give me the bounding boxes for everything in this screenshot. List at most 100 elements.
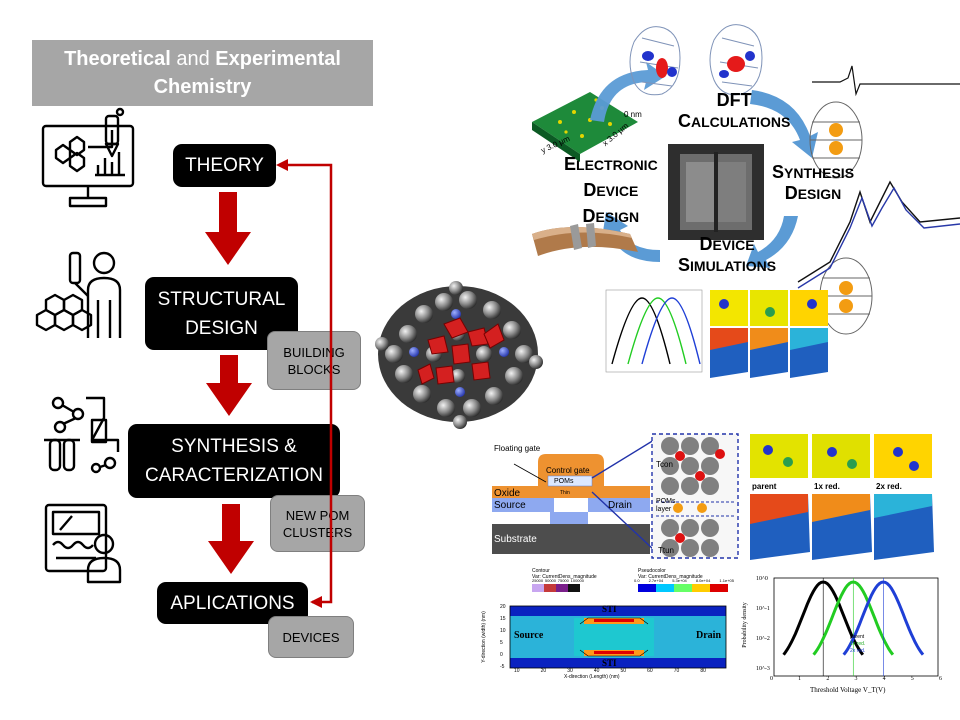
pseudo-tick-1: 2.7e+04 (648, 578, 664, 583)
dsim-l2b: IMULATIONS (690, 258, 777, 274)
sim-ytick-3: 5 (500, 640, 503, 646)
feedback-arrowhead-bottom (310, 596, 322, 608)
sim-ytick-4: 0 (500, 652, 503, 658)
contour-tick-3: 100000 (570, 578, 584, 583)
map-3d-blocks (750, 494, 934, 560)
down-arrow-1 (205, 192, 251, 265)
ele-l2a: D (583, 180, 597, 200)
pd-xtick-3: 3 (854, 676, 858, 682)
device-cross-section-graphics (492, 433, 739, 559)
dsim-l1a: D (699, 234, 713, 254)
computer-molecule-icon (41, 107, 135, 208)
ele-l3b: ESIGN (595, 209, 640, 225)
lab-equipment-icon (44, 396, 120, 474)
syn-l1a: S (772, 162, 785, 182)
pseudo-var: Var: CurrentDens_magnitude (638, 574, 703, 580)
cycle-arrow-bottom-right (746, 216, 798, 268)
cluster-atoms (375, 281, 543, 429)
tag-devices-label: DEVICES (282, 629, 340, 645)
cage-structure-1 (809, 101, 863, 179)
orange-atom-4 (839, 299, 853, 313)
pd-xlabel: Threshold Voltage V_T(V) (810, 686, 886, 694)
synthesis-design-label: SYNTHESIS DESIGN (772, 162, 854, 204)
tcon-label: Tcon (656, 460, 673, 469)
pd-xtick-0: 0 (770, 676, 773, 682)
map-label-2x: 2x red. (876, 482, 902, 491)
pseudo-ticks: 0.0 2.7e+04 5.3e+04 8.0e+04 1.1e+05 (634, 578, 734, 583)
pd-xtick-5: 5 (910, 676, 914, 682)
dsim-l1b: EVICE (712, 237, 755, 253)
floating-gate-label: Floating gate (494, 444, 541, 453)
down-arrow-2 (206, 355, 252, 416)
pd-ytick-1: 10^-1 (756, 606, 770, 612)
substrate-label: Substrate (494, 534, 537, 545)
sim-xlabel: X-direction (Length) (nm) (564, 674, 620, 680)
title-box: Theoretical and Experimental Chemistry (32, 40, 373, 106)
pd-legend: parent 1x red. 2x red. (850, 634, 865, 655)
pd-x-ticks: 0 1 2 3 4 5 6 (770, 676, 942, 682)
sim-xtick-3: 40 (593, 668, 600, 674)
stage-aplications-label: APLICATIONS (170, 592, 295, 614)
title-mid: and (176, 48, 210, 70)
dft-calculations-label: DFT CALCULATIONS (678, 90, 790, 132)
sti-top-label: STI (602, 604, 617, 614)
electronic-device-design-label: ELECTRONIC DEVICE DESIGN (564, 152, 658, 230)
sti-bottom-label: STI (602, 658, 617, 668)
map-label-1x: 1x red. (814, 482, 840, 491)
pseudo-tick-0: 0.0 (634, 578, 640, 583)
poms-layer-label: POMs layer (656, 498, 675, 514)
cycle-arrow-left (602, 212, 660, 262)
probability-density-chart: Probability density Threshold Voltage V_… (742, 570, 944, 696)
contour-legend-bar (532, 584, 580, 592)
pd-xtick-1: 1 (798, 676, 802, 682)
sim-x-ticks: 10 20 30 40 50 60 70 80 (514, 668, 706, 674)
pd-legend-2x: 2x red. (850, 648, 866, 654)
simulation-graphics (509, 584, 728, 669)
dft-line1: DFT (716, 90, 752, 110)
spectra-top (812, 65, 960, 97)
contour-var: Var: CurrentDens_magnitude (532, 574, 597, 580)
tag-building-blocks: BUILDING BLOCKS (267, 331, 361, 390)
orange-atom-3 (839, 281, 853, 295)
map-tops (750, 434, 932, 478)
ele-l1b: LECTRONIC (576, 157, 658, 173)
small-colormaps (710, 290, 828, 378)
sim-ylabel: Y-direction (width) (nm) (480, 611, 487, 663)
stage-structural-line1: STRUCTURAL (157, 288, 286, 310)
orange-atom-2 (829, 141, 843, 155)
sim-ytick-0: 20 (500, 604, 506, 610)
pseudo-tick-4: 1.1e+05 (719, 578, 734, 583)
pd-chart-svg (773, 577, 939, 677)
spectra-bottom (797, 180, 960, 289)
device-cross-section: Floating gate Control gate Oxide POMs Th… (488, 432, 742, 560)
tag-new-pom-clusters: NEW POM CLUSTERS (270, 495, 365, 552)
charge-maps-graphics (750, 434, 934, 560)
sim-ytick-5: -5 (500, 664, 505, 670)
dft-l2b: ALCULATIONS (691, 114, 791, 130)
contour-tick-1: 50000 (544, 578, 556, 583)
sim-drain-label: Drain (696, 630, 721, 641)
pseudo-tick-2: 5.3e+04 (672, 578, 687, 583)
flexible-device-image (532, 223, 638, 256)
tag-building-line1: BUILDING (283, 344, 345, 360)
cycle-arrow-top (590, 62, 666, 122)
sim-xtick-5: 60 (647, 668, 653, 674)
dft-cycle-graphics (532, 24, 960, 378)
tag-newpom-line1: NEW POM (285, 507, 350, 523)
syn-l2b: ESIGN (797, 186, 842, 202)
drain-label: Drain (608, 500, 632, 511)
pd-ytick-2: 10^-2 (756, 636, 770, 642)
title-bold-2: Experimental (215, 48, 341, 70)
tag-building-line2: BLOCKS (287, 361, 341, 377)
sim-xtick-1: 20 (540, 668, 547, 674)
dft-cycle-panel: DFT CALCULATIONS SYNTHESIS DESIGN DEVICE… (530, 12, 960, 382)
contour-tick-2: 75000 (557, 578, 569, 583)
sim-y-ticks: 20 15 10 5 0 -5 (500, 604, 506, 670)
pom-cluster-image (375, 281, 543, 429)
device-simulations-label: DEVICE SIMULATIONS (678, 234, 776, 276)
stage-synthesis: SYNTHESIS & CARACTERIZATION (128, 424, 340, 498)
down-arrow-3 (208, 504, 254, 574)
stage-aplications: APLICATIONS (157, 582, 308, 624)
orbital-lobes-2 (719, 51, 755, 78)
